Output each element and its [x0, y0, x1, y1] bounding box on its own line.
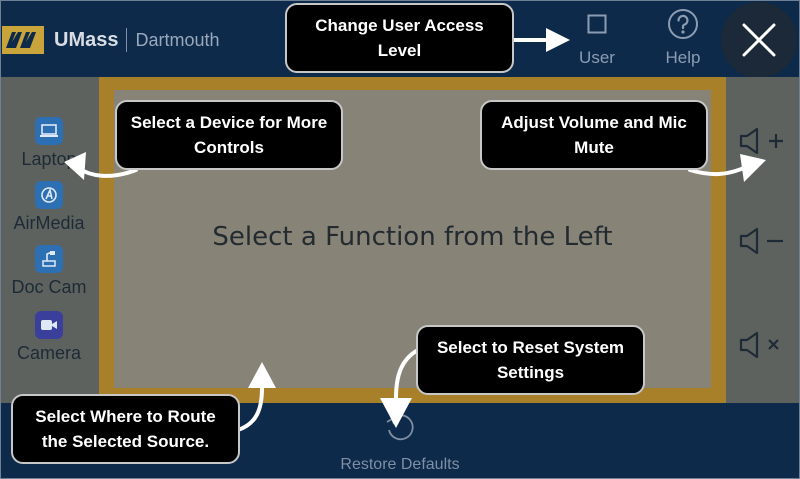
- user-checkbox-icon: [565, 8, 629, 40]
- callout-route: Select Where to Route the Selected Sourc…: [11, 394, 240, 464]
- callout-select-device: Select a Device for More Controls: [115, 100, 343, 170]
- brand-name: UMass: [54, 28, 119, 51]
- source-label: AirMedia: [13, 213, 85, 233]
- help-button[interactable]: Help: [651, 8, 715, 68]
- volume-down-icon: [739, 227, 783, 255]
- close-button[interactable]: [721, 2, 797, 78]
- airmedia-icon: [35, 181, 63, 209]
- close-icon: [742, 23, 776, 57]
- restore-icon: [320, 410, 480, 446]
- callout-access-level: Change User Access Level: [285, 3, 514, 73]
- volume-mute-icon: [739, 331, 779, 359]
- user-label: User: [579, 48, 615, 67]
- help-icon: [651, 8, 715, 40]
- help-label: Help: [665, 48, 701, 67]
- restore-label: Restore Defaults: [340, 456, 460, 473]
- source-camera-button[interactable]: Camera: [0, 311, 98, 364]
- source-doccam-button[interactable]: Doc Cam: [0, 245, 98, 298]
- volume-down-button[interactable]: [737, 224, 787, 258]
- volume-up-button[interactable]: [737, 124, 787, 158]
- callout-reset: Select to Reset System Settings: [416, 325, 645, 395]
- umass-logo-icon: [2, 26, 44, 54]
- source-label: Laptop: [21, 149, 77, 169]
- volume-up-icon: [739, 127, 783, 155]
- laptop-icon: [35, 117, 63, 145]
- callout-volume: Adjust Volume and Mic Mute: [480, 100, 708, 170]
- umass-dartmouth-logo: UMass Dartmouth: [2, 26, 220, 54]
- main-message: Select a Function from the Left: [212, 222, 613, 252]
- restore-defaults-button[interactable]: Restore Defaults: [320, 410, 480, 474]
- user-access-button[interactable]: User: [565, 8, 629, 68]
- source-label: Camera: [16, 343, 82, 363]
- brand-subtitle: Dartmouth: [135, 29, 220, 50]
- source-label: Doc Cam: [11, 277, 87, 297]
- source-airmedia-button[interactable]: AirMedia: [0, 181, 98, 234]
- doc-cam-icon: [35, 245, 63, 273]
- mic-mute-button[interactable]: [737, 328, 787, 362]
- brand-divider: [126, 28, 128, 52]
- camera-icon: [35, 311, 63, 339]
- source-laptop-button[interactable]: Laptop: [0, 117, 98, 170]
